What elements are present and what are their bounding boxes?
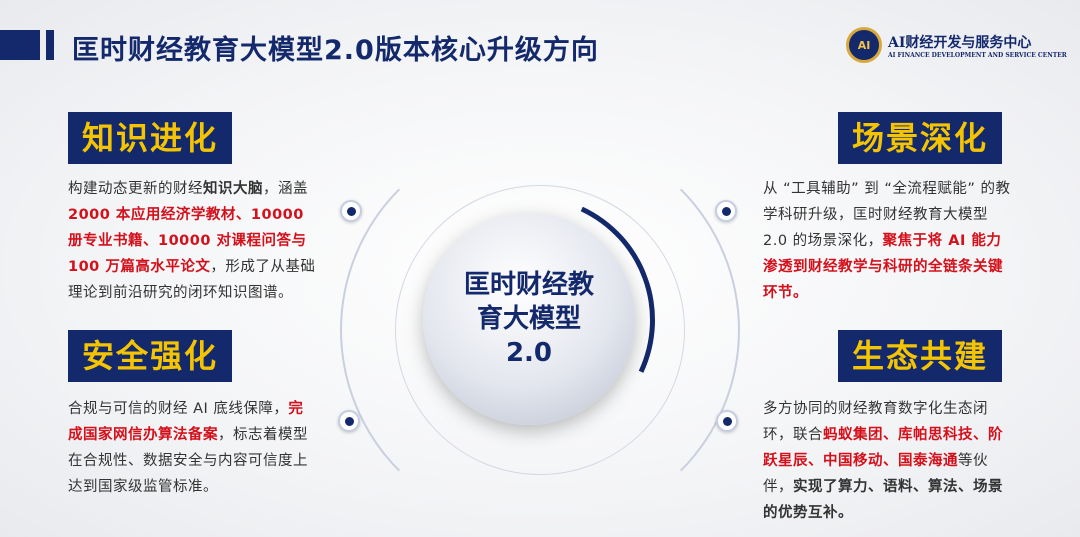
header-accent-bar xyxy=(46,30,54,60)
connector-dot xyxy=(338,410,360,432)
logo-subtitle: AI FINANCE DEVELOPMENT AND SERVICE CENTE… xyxy=(888,51,1067,59)
outer-ring xyxy=(340,130,740,530)
connector-dot xyxy=(340,200,362,222)
center-label: 匡时财经教育大模型2.0 xyxy=(463,270,594,368)
header-accent-bar xyxy=(0,30,40,60)
logo: AI AI财经开发与服务中心 AI FINANCE DEVELOPMENT AN… xyxy=(846,27,1067,63)
text-highlight: 蚂蚁集团、库帕思科技、阶跃星辰、中国移动、国泰海通 xyxy=(763,427,1003,469)
connector-dot xyxy=(716,410,738,432)
text: ，涵盖 xyxy=(263,181,308,197)
text-highlight: 完成国家网信办算法备案 xyxy=(68,401,304,443)
tag-scene: 场景深化 xyxy=(838,112,1003,164)
text: ，标志着模型在合规性、数据安全与内容可信度上达到国家级监管标准。 xyxy=(68,427,308,495)
ecosystem-text: 多方协同的财经教育数字化生态闭环，联合蚂蚁集团、库帕思科技、阶跃星辰、中国移动、… xyxy=(763,396,1013,526)
text-highlight: 2000 本应用经济学教材、10000 册专业书籍、10000 对课程问答与 1… xyxy=(68,207,307,275)
logo-seal-icon: AI xyxy=(846,27,882,63)
page-title: 匡时财经教育大模型2.0版本核心升级方向 xyxy=(72,35,599,66)
tag-security: 安全强化 xyxy=(68,330,233,382)
text: 构建动态更新的财经 xyxy=(68,181,203,197)
tag-ecosystem: 生态共建 xyxy=(838,330,1003,382)
text: ，形成了从基础理论到前沿研究的闭环知识图谱。 xyxy=(68,259,316,301)
text: 从 “工具辅助” 到 “全流程赋能” 的教学科研升级，匡时财经教育大模型 2.0… xyxy=(763,181,1011,249)
text: 合规与可信的财经 AI 底线保障， xyxy=(68,401,289,417)
text: 多方协同的财经教育数字化生态闭环，联合 xyxy=(763,401,988,443)
connector-dot xyxy=(715,200,737,222)
security-text: 合规与可信的财经 AI 底线保障，完成国家网信办算法备案，标志着模型在合规性、数… xyxy=(68,396,318,500)
tag-knowledge: 知识进化 xyxy=(68,112,233,164)
text-highlight: 聚焦于将 AI 能力渗透到财经教学与科研的全链条关键环节。 xyxy=(763,233,1003,301)
center-circle: 匡时财经教育大模型2.0 xyxy=(423,213,635,425)
text-bold: 知识大脑 xyxy=(203,181,263,197)
text: 等伙伴， xyxy=(763,453,988,495)
scene-text: 从 “工具辅助” 到 “全流程赋能” 的教学科研升级，匡时财经教育大模型 2.0… xyxy=(763,176,1013,306)
logo-name: AI财经开发与服务中心 xyxy=(888,34,1032,51)
text-bold: 实现了算力、语料、算法、场景的优势互补。 xyxy=(763,479,1003,521)
knowledge-text: 构建动态更新的财经知识大脑，涵盖 2000 本应用经济学教材、10000 册专业… xyxy=(68,176,318,306)
inner-ring xyxy=(395,185,685,475)
